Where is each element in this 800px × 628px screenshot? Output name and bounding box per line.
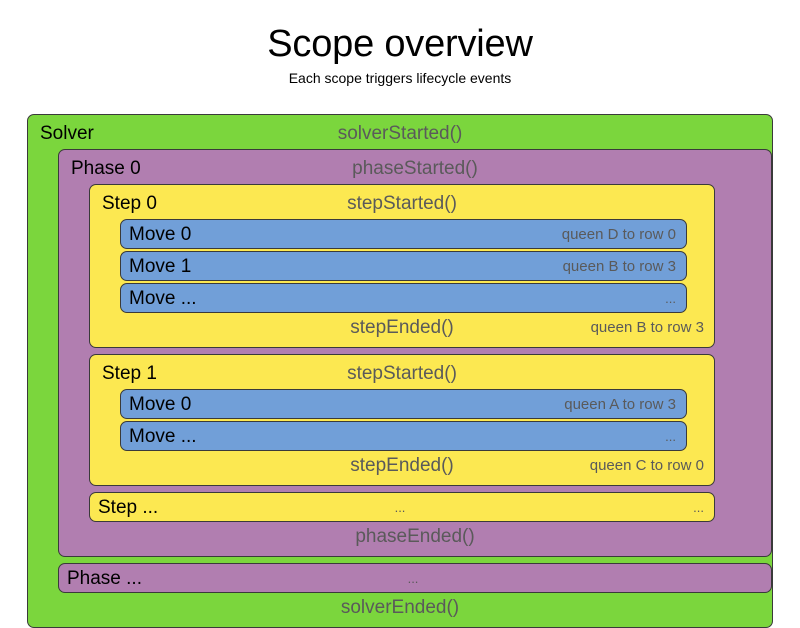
- phase-header-row: Phase ... ...: [59, 564, 771, 594]
- move-scope-label: Move 0: [129, 224, 192, 245]
- phase-footer-row: phaseEnded(): [63, 522, 771, 552]
- step-header-row: Step 0 stepStarted(): [94, 189, 714, 219]
- step-ended-value: queen C to row 0: [589, 457, 704, 474]
- solver-started-event: solverStarted(): [337, 123, 463, 144]
- diagram-header: Scope overview Each scope triggers lifec…: [0, 0, 800, 88]
- phase-started-event: phaseStarted(): [352, 158, 478, 179]
- move-list: Move 0 queen D to row 0 Move 1 queen B t…: [94, 219, 714, 313]
- move-scope-label: Move ...: [129, 288, 197, 309]
- phase-scope-label: Phase 0: [71, 158, 141, 179]
- solver-scope-label: Solver: [40, 123, 94, 144]
- step-started-event: ...: [394, 500, 406, 515]
- step-started-event: stepStarted(): [347, 193, 457, 214]
- step-scope: Step 0 stepStarted() Move 0 queen D to r…: [89, 184, 715, 348]
- move-value: queen B to row 3: [562, 258, 676, 275]
- step-footer-row: stepEnded() queen B to row 3: [94, 313, 714, 343]
- step-ended-event: stepEnded(): [350, 455, 454, 476]
- page-subtitle: Each scope triggers lifecycle events: [288, 70, 512, 86]
- step-started-event: stepStarted(): [347, 363, 457, 384]
- step-scope: Step 1 stepStarted() Move 0 queen A to r…: [89, 354, 715, 486]
- move-value: ...: [665, 291, 676, 306]
- phase-started-event: ...: [407, 571, 419, 586]
- phase-scope-label: Phase ...: [67, 568, 142, 589]
- step-scope-label: Step ...: [98, 497, 159, 518]
- move-scope: Move ... ...: [120, 283, 687, 313]
- step-header-row: Step ... ... ...: [90, 493, 714, 523]
- step-header-row: Step 1 stepStarted(): [94, 359, 714, 389]
- move-scope-label: Move 0: [129, 394, 192, 415]
- move-value: queen A to row 3: [564, 396, 676, 413]
- move-value: ...: [665, 429, 676, 444]
- move-scope: Move 0 queen D to row 0: [120, 219, 687, 249]
- phase-header-row: Phase 0 phaseStarted(): [63, 154, 771, 184]
- move-scope-label: Move 1: [129, 256, 192, 277]
- step-ended-value: queen B to row 3: [590, 319, 704, 336]
- step-scope-label: Step 1: [102, 363, 157, 384]
- page-title: Scope overview: [267, 23, 533, 65]
- phase-scope-collapsed: Phase ... ...: [58, 563, 772, 593]
- step-footer-row: stepEnded() queen C to row 0: [94, 451, 714, 481]
- step-value: ...: [693, 500, 704, 515]
- move-scope: Move 0 queen A to row 3: [120, 389, 687, 419]
- solver-header-row: Solver solverStarted(): [32, 119, 772, 149]
- step-scope-label: Step 0: [102, 193, 157, 214]
- move-scope-label: Move ...: [129, 426, 197, 447]
- phase-ended-event: phaseEnded(): [355, 526, 475, 547]
- move-scope: Move 1 queen B to row 3: [120, 251, 687, 281]
- move-scope: Move ... ...: [120, 421, 687, 451]
- scope-overview-diagram: Solver solverStarted() Phase 0 phaseStar…: [27, 114, 773, 628]
- move-list: Move 0 queen A to row 3 Move ... ...: [94, 389, 714, 451]
- phase-scope: Phase 0 phaseStarted() Step 0 stepStarte…: [58, 149, 772, 557]
- solver-scope: Solver solverStarted() Phase 0 phaseStar…: [27, 114, 773, 628]
- step-scope-collapsed: Step ... ... ...: [89, 492, 715, 522]
- step-ended-event: stepEnded(): [350, 317, 454, 338]
- solver-ended-event: solverEnded(): [340, 597, 460, 618]
- move-value: queen D to row 0: [561, 226, 676, 243]
- solver-footer-row: solverEnded(): [32, 593, 772, 623]
